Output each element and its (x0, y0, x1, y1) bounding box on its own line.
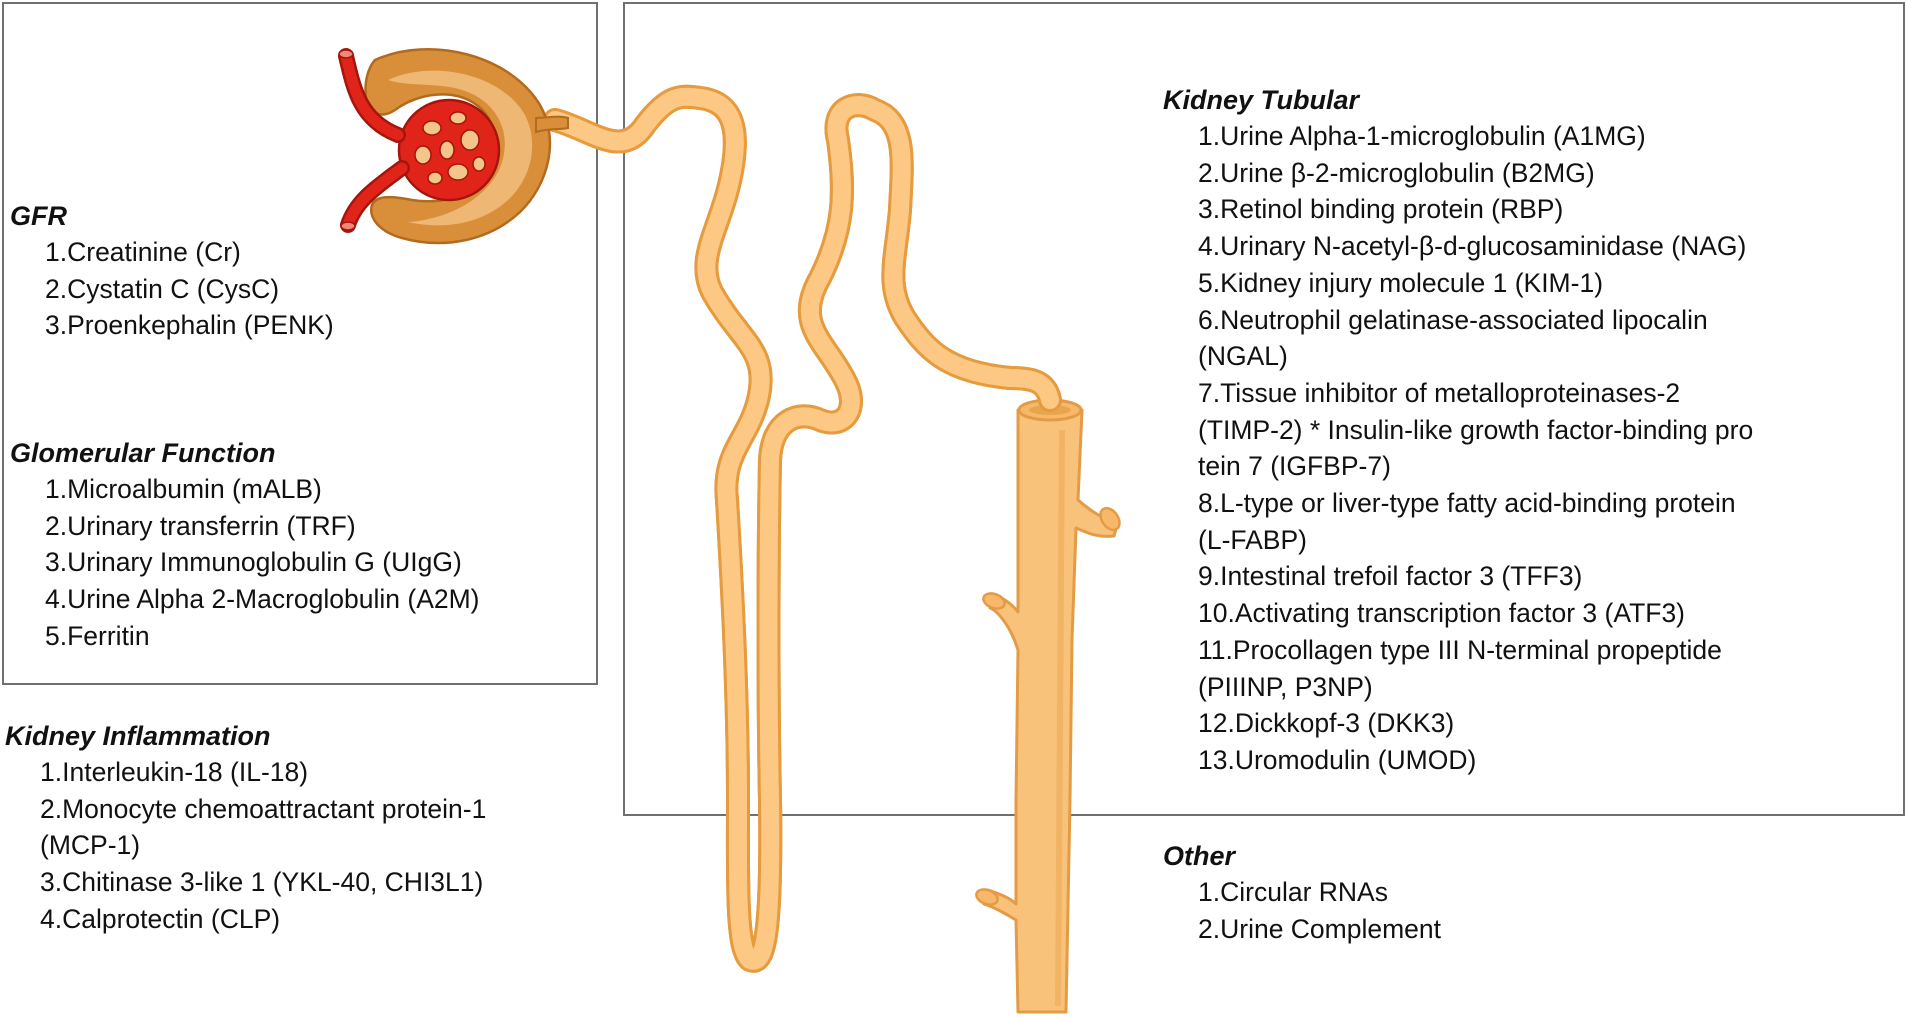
list-item: 10.Activating transcription factor 3 (AT… (1198, 598, 1686, 629)
list-item: 3.Proenkephalin (PENK) (45, 310, 334, 341)
list-item: 2.Urine Complement (1198, 913, 1442, 944)
list-item: 5.Ferritin (45, 620, 150, 651)
kidney-inflammation-list: 1.Interleukin-18 (IL-18) 2.Monocyte chem… (5, 754, 486, 938)
list-item: 1.Microalbumin (mALB) (45, 474, 322, 504)
glomerular-region-frame (2, 2, 598, 685)
list-item: 4.Urine Alpha 2-Macroglobulin (A2M) (45, 584, 480, 615)
list-item: 5.Kidney injury molecule 1 (KIM-1) (1198, 267, 1604, 298)
list-item: 11.Procollagen type III N-terminal prope… (1198, 634, 1722, 665)
list-item: (MCP-1) (40, 830, 141, 861)
list-item: (L-FABP) (1198, 524, 1307, 555)
list-item: tein 7 (IGFBP-7) (1198, 451, 1391, 482)
list-item: 1.Interleukin-18 (IL-18) (40, 757, 309, 787)
list-item: 4.Urinary N-acetyl-β-d-glucosaminidase (… (1198, 231, 1747, 262)
collecting-duct (975, 398, 1121, 1014)
glomerular-function-heading: Glomerular Function (10, 438, 276, 468)
list-item: 3.Retinol binding protein (RBP) (1198, 194, 1564, 225)
list-item: 2.Urine β-2-microglobulin (B2MG) (1198, 157, 1595, 188)
list-item: 12.Dickkopf-3 (DKK3) (1198, 708, 1455, 739)
list-item: 3.Urinary Immunoglobulin G (UIgG) (45, 547, 462, 578)
other-list: 1.Circular RNAs 2.Urine Complement (1163, 874, 1441, 947)
kidney-tubular-section: Kidney Tubular 1.Urine Alpha-1-microglob… (1163, 82, 1753, 779)
list-item: 1.Urine Alpha-1-microglobulin (A1MG) (1198, 121, 1646, 151)
other-section: Other 1.Circular RNAs 2.Urine Complement (1163, 838, 1441, 947)
list-item: 4.Calprotectin (CLP) (40, 903, 281, 934)
glomerular-function-list: 1.Microalbumin (mALB) 2.Urinary transfer… (10, 471, 480, 655)
list-item: 8.L-type or liver-type fatty acid-bindin… (1198, 488, 1736, 519)
tubular-region-frame (623, 2, 1905, 816)
list-item: (TIMP-2) * Insulin-like growth factor-bi… (1198, 414, 1754, 445)
other-heading: Other (1163, 841, 1236, 871)
list-item: 2.Cystatin C (CysC) (45, 273, 280, 304)
list-item: 7.Tissue inhibitor of metalloproteinases… (1198, 377, 1681, 408)
gfr-heading: GFR (10, 201, 67, 231)
list-item: (PIIINP, P3NP) (1198, 671, 1373, 702)
list-item: 2.Urinary transferrin (TRF) (45, 510, 356, 541)
gfr-section: GFR 1.Creatinine (Cr) 2.Cystatin C (CysC… (10, 198, 334, 344)
list-item: 6.Neutrophil gelatinase-associated lipoc… (1198, 304, 1708, 335)
list-item: 2.Monocyte chemoattractant protein-1 (40, 793, 487, 824)
glomerular-function-section: Glomerular Function 1.Microalbumin (mALB… (10, 435, 480, 655)
list-item: 9.Intestinal trefoil factor 3 (TFF3) (1198, 561, 1583, 592)
list-item: 13.Uromodulin (UMOD) (1198, 744, 1477, 775)
kidney-tubular-list: 1.Urine Alpha-1-microglobulin (A1MG) 2.U… (1163, 118, 1753, 779)
list-item: 3.Chitinase 3-like 1 (YKL-40, CHI3L1) (40, 867, 484, 898)
list-item: 1.Circular RNAs (1198, 877, 1388, 907)
kidney-tubular-heading: Kidney Tubular (1163, 85, 1360, 115)
glomerulus (338, 48, 569, 245)
kidney-inflammation-section: Kidney Inflammation 1.Interleukin-18 (IL… (5, 718, 486, 938)
list-item: (NGAL) (1198, 341, 1288, 372)
kidney-inflammation-heading: Kidney Inflammation (5, 721, 271, 751)
renal-tubule (543, 97, 1062, 961)
gfr-list: 1.Creatinine (Cr) 2.Cystatin C (CysC) 3.… (10, 234, 334, 344)
list-item: 1.Creatinine (Cr) (45, 237, 241, 267)
